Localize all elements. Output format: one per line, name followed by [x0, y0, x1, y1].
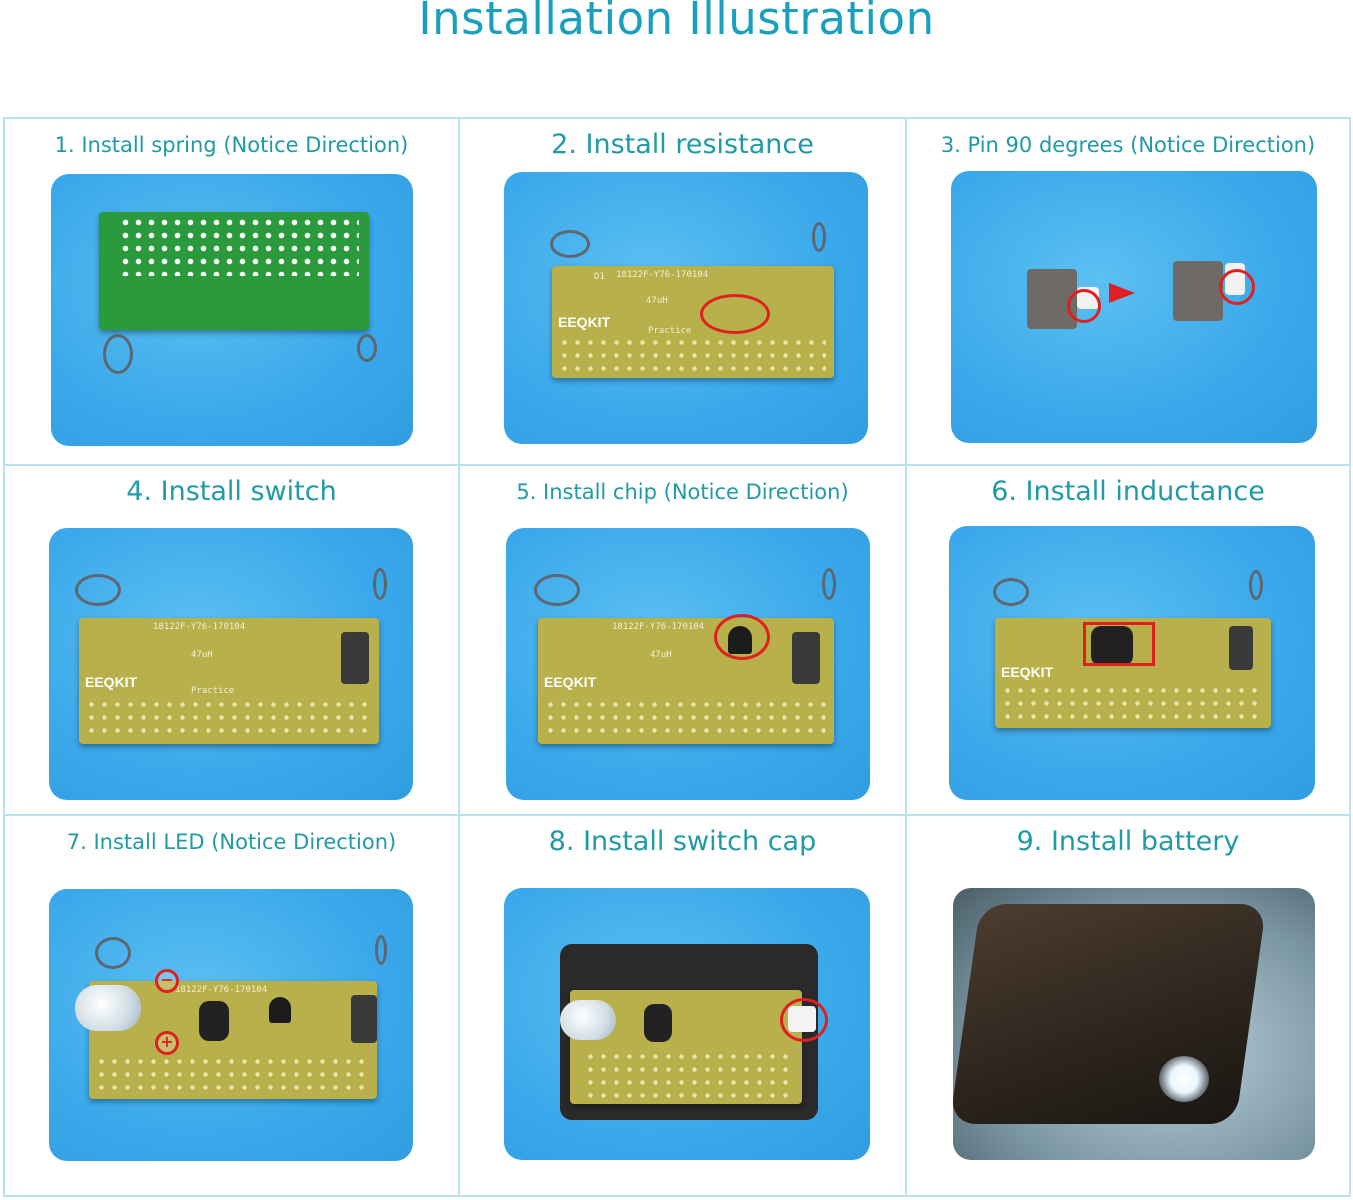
highlight-switch-cap — [780, 998, 828, 1042]
step-9-caption: 9. Install battery — [1016, 826, 1240, 857]
step-2: 2. Install resistance 18122F-Y76-170104 … — [460, 119, 907, 466]
step-5: 5. Install chip (Notice Direction) 18122… — [460, 466, 907, 816]
highlight-resistor — [700, 294, 770, 334]
brand-logo: EEQKIT — [558, 314, 611, 330]
step-7-caption: 7. Install LED (Notice Direction) — [66, 830, 397, 854]
inductor — [1091, 626, 1133, 666]
pcb: 18122F-Y76-170104 — [89, 981, 377, 1099]
step-8-photo — [504, 888, 870, 1160]
highlight-chip — [714, 614, 770, 660]
step-8-caption: 8. Install switch cap — [548, 826, 817, 857]
spring-right — [357, 334, 377, 362]
pcb: 18122F-Y76-170104 D1 47uH EEQKIT Practic… — [552, 266, 834, 378]
pcb: 18122F-Y76-170104 47uH EEQKIT — [538, 618, 834, 744]
led-plus-marker: + — [155, 1031, 179, 1055]
step-4-caption: 4. Install switch — [126, 476, 337, 507]
step-6-caption: 6. Install inductance — [991, 476, 1265, 507]
led-light — [1159, 1056, 1209, 1102]
step-9: 9. Install battery — [907, 816, 1349, 1195]
step-3-caption: 3. Pin 90 degrees (Notice Direction) — [940, 133, 1316, 157]
step-5-photo: 18122F-Y76-170104 47uH EEQKIT — [506, 528, 870, 800]
step-7-photo: 18122F-Y76-170104 − + — [49, 889, 413, 1161]
steps-grid: 1. Install spring (Notice Direction) 2. … — [3, 117, 1351, 1197]
step-9-photo — [953, 888, 1315, 1160]
step-2-caption: 2. Install resistance — [551, 129, 814, 160]
step-7: 7. Install LED (Notice Direction) 18122F… — [5, 816, 460, 1195]
led-minus-marker: − — [155, 969, 179, 993]
page-title: Installation Illustration — [418, 0, 935, 45]
step-8: 8. Install switch cap — [460, 816, 907, 1195]
step-3-photo — [951, 171, 1317, 443]
step-4: 4. Install switch 18122F-Y76-170104 47uH… — [5, 466, 460, 816]
step-3: 3. Pin 90 degrees (Notice Direction) — [907, 119, 1349, 466]
arrow-icon — [1109, 283, 1135, 303]
led — [75, 985, 141, 1031]
step-1-photo — [51, 174, 413, 446]
spring-left — [103, 334, 133, 374]
step-6-photo: EEQKIT — [949, 526, 1315, 800]
pcb: EEQKIT — [995, 618, 1271, 728]
battery-case — [560, 944, 818, 1120]
step-1-caption: 1. Install spring (Notice Direction) — [54, 133, 409, 157]
step-1: 1. Install spring (Notice Direction) — [5, 119, 460, 466]
highlight-inductor — [1083, 622, 1155, 666]
finished-flashlight — [953, 904, 1267, 1124]
pcb-back — [99, 212, 369, 330]
pcb: 18122F-Y76-170104 47uH EEQKIT Practice — [79, 618, 379, 744]
step-6: 6. Install inductance EEQKIT — [907, 466, 1349, 816]
step-2-photo: 18122F-Y76-170104 D1 47uH EEQKIT Practic… — [504, 172, 868, 444]
step-4-photo: 18122F-Y76-170104 47uH EEQKIT Practice — [49, 528, 413, 800]
step-5-caption: 5. Install chip (Notice Direction) — [516, 480, 849, 504]
switch-after — [1173, 261, 1223, 321]
switch — [341, 632, 369, 684]
